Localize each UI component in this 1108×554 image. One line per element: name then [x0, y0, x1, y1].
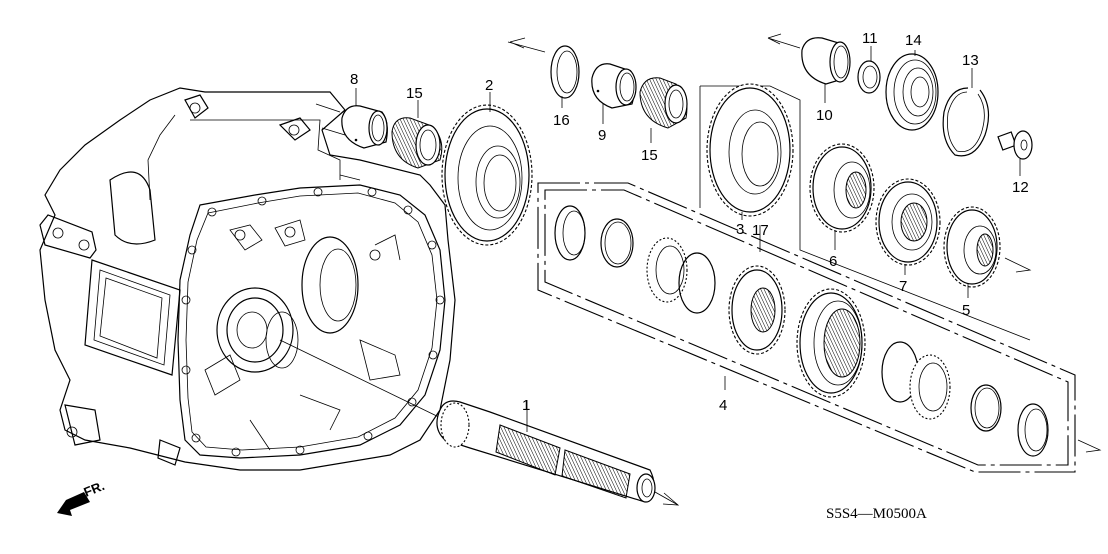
needle-bearing-15-left[interactable] [391, 100, 443, 169]
callout-11: 11 [862, 30, 878, 47]
snap-ring-13[interactable] [942, 68, 990, 157]
gear-5[interactable] [943, 206, 1001, 298]
synchro-set-parts[interactable] [554, 205, 1049, 457]
collar-9[interactable] [591, 63, 637, 124]
ring-16[interactable] [550, 45, 580, 108]
callout-15-left: 15 [406, 85, 423, 102]
axis-arrow-right [1004, 257, 1032, 273]
bolt-12[interactable] [997, 130, 1033, 176]
front-direction-indicator: FR. [57, 478, 107, 516]
axis-arrow-top [507, 37, 546, 53]
front-label: FR. [82, 478, 107, 500]
gear-3[interactable] [706, 83, 794, 220]
callout-3: 3 [736, 221, 744, 238]
callout-4: 4 [719, 397, 727, 414]
callout-16: 16 [553, 112, 570, 129]
callout-6: 6 [829, 253, 837, 270]
callout-10: 10 [816, 107, 833, 124]
callout-13: 13 [962, 52, 979, 69]
transmission-housing[interactable] [39, 87, 456, 471]
synchro-set-4-box [537, 182, 1076, 473]
collar-10[interactable] [801, 37, 851, 103]
synchro-set-17-box [544, 189, 1069, 466]
needle-bearing-15-right[interactable] [639, 77, 688, 143]
diagram-code: S5S4—M0500A [826, 506, 927, 522]
callout-9: 9 [598, 127, 606, 144]
ball-bearing-14[interactable] [885, 50, 939, 131]
washer-11[interactable] [857, 46, 881, 94]
leader-bracket-3 [699, 85, 801, 208]
callout-14: 14 [905, 32, 922, 49]
gear-6[interactable] [809, 143, 875, 250]
collar-8[interactable] [341, 88, 388, 149]
axis-arrow-top-right [767, 33, 801, 49]
mainshaft-1[interactable] [279, 339, 680, 506]
callout-15-right: 15 [641, 147, 658, 164]
callout-8: 8 [350, 71, 358, 88]
callout-17: 17 [752, 222, 769, 239]
callout-7: 7 [899, 278, 907, 295]
axis-arrow-lower-right [1077, 439, 1102, 453]
leader-bracket-567 [799, 200, 1031, 341]
callout-12: 12 [1012, 179, 1029, 196]
gear-7[interactable] [875, 178, 941, 275]
callout-2: 2 [485, 77, 493, 94]
callout-1: 1 [522, 397, 530, 414]
front-arrow-icon [57, 492, 90, 516]
gear-2[interactable] [441, 92, 533, 246]
callout-5: 5 [962, 302, 970, 319]
